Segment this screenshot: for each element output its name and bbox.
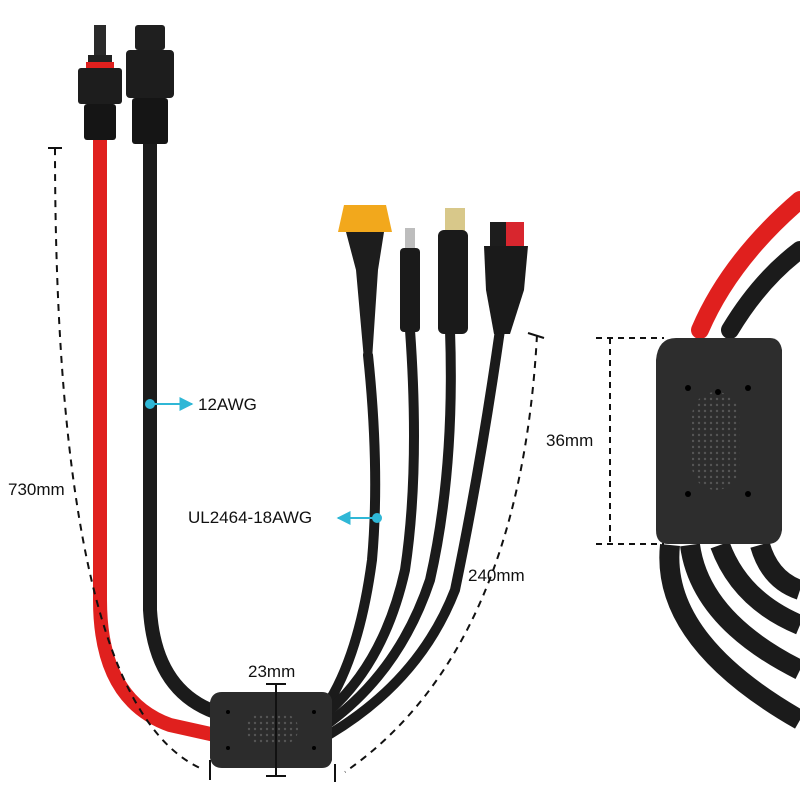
xt60-connector-icon xyxy=(338,205,392,360)
label-ul2464-18awg: UL2464-18AWG xyxy=(188,508,313,527)
mc4-male-connector-icon xyxy=(78,25,122,140)
hub-zoom xyxy=(656,191,800,729)
anderson-connector-icon xyxy=(484,222,528,334)
black-wire xyxy=(143,133,222,719)
dc-barrel-large-icon xyxy=(438,208,468,334)
label-12awg: 12AWG xyxy=(198,395,257,414)
label-23mm: 23mm xyxy=(248,662,296,681)
dc-barrel-small-icon xyxy=(400,228,420,332)
label-36mm: 36mm xyxy=(546,431,594,450)
label-240mm: 240mm xyxy=(468,566,525,585)
arrow-icon xyxy=(145,397,382,525)
splitter-hub-icon xyxy=(210,692,332,768)
red-wire xyxy=(93,123,222,742)
label-730mm: 730mm xyxy=(8,480,65,499)
branch-cables xyxy=(325,325,505,739)
mc4-female-connector-icon xyxy=(126,25,174,144)
dimension-lines xyxy=(48,147,664,782)
